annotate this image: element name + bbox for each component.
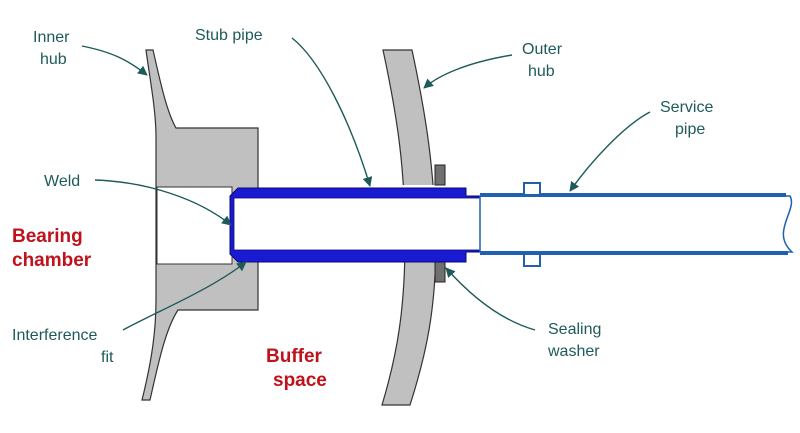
sealing-washer-bottom	[434, 261, 446, 283]
label-interference-fit-1: Interference	[12, 327, 97, 344]
inner-hub-bore	[156, 186, 233, 265]
label-stub-pipe: Stub pipe	[195, 27, 263, 44]
sealing-washer-top	[434, 164, 446, 186]
label-service-pipe-1: Service	[660, 99, 713, 116]
leader-weld	[94, 179, 232, 226]
leader-sealing-washer	[445, 267, 536, 331]
label-inner-hub-2: hub	[40, 51, 67, 68]
service-pipe-bottom-wall	[480, 251, 788, 255]
region-bearing-chamber-2: chamber	[12, 250, 92, 271]
region-bearing-chamber-1: Bearing	[12, 226, 83, 247]
label-sealing-washer-1: Sealing	[548, 321, 601, 338]
label-weld: Weld	[44, 173, 80, 190]
service-pipe-top-wall	[480, 193, 786, 197]
label-service-pipe-2: pipe	[675, 121, 705, 138]
label-outer-hub-2: hub	[528, 63, 555, 80]
leader-outer-hub	[423, 54, 513, 89]
leader-interference-fit	[122, 261, 247, 331]
stub-pipe-bore	[233, 197, 481, 251]
label-inner-hub-1: Inner	[33, 29, 70, 46]
service-pipe	[479, 195, 794, 253]
label-outer-hub-1: Outer	[522, 41, 563, 58]
label-interference-fit-2: fit	[101, 349, 114, 366]
leader-service-pipe	[569, 111, 651, 192]
label-sealing-washer-2: washer	[547, 343, 600, 360]
region-buffer-space-2: space	[273, 370, 327, 391]
region-buffer-space-1: Buffer	[266, 346, 323, 367]
service-pipe-clip-bottom	[523, 253, 541, 267]
leader-inner-hub	[81, 45, 148, 76]
leader-stub-pipe	[291, 37, 373, 187]
service-pipe-clip-top	[523, 182, 541, 196]
